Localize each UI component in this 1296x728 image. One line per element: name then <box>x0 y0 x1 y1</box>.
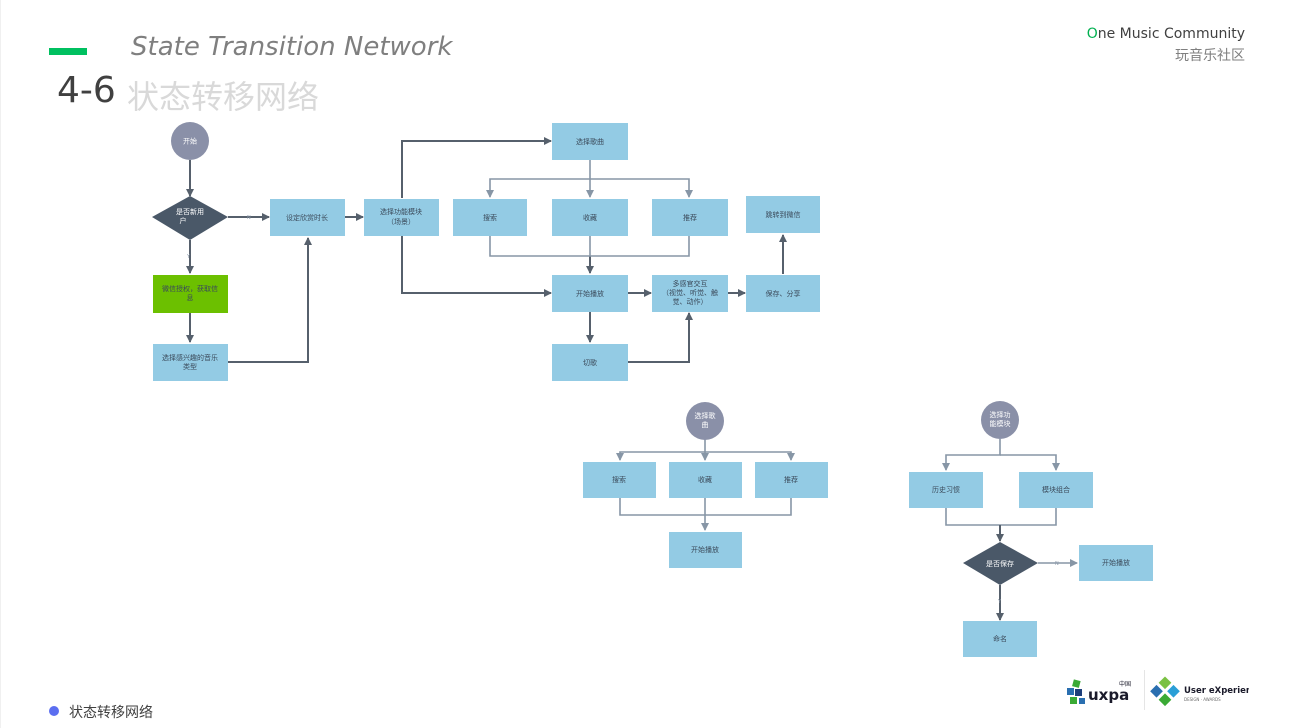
edge-module-to-choose-song <box>401 137 552 198</box>
sub-module-history: 历史习惯 <box>909 472 983 508</box>
node-wechat-auth-line1: 微信授权，获取信 <box>162 284 218 293</box>
node-recommend-label: 推荐 <box>683 213 697 222</box>
node-jump-wechat-label: 跳转到微信 <box>766 210 801 219</box>
main-edges-light <box>486 160 693 257</box>
node-choose-module: 选择功能模块 （场景） <box>364 199 439 236</box>
brand: One Music Community 玩音乐社区 <box>1087 26 1245 65</box>
node-switch-song: 切歌 <box>552 344 628 381</box>
sub-module-start-line1: 选择功 <box>990 410 1011 419</box>
sub-module-combo: 模块组合 <box>1019 472 1093 508</box>
node-choose-song-label: 选择歌曲 <box>576 137 604 146</box>
node-start-label: 开始 <box>183 137 197 146</box>
node-save-share-label: 保存、分享 <box>766 289 801 298</box>
node-music-type-line1: 选择感兴趣的音乐 <box>162 353 218 362</box>
sub-song-search-label: 搜索 <box>612 475 626 484</box>
sub-song-start-line1: 选择歌 <box>695 411 716 420</box>
node-start-play: 开始播放 <box>552 275 628 312</box>
node-is-new-user: 是否新用 户 <box>152 196 228 240</box>
title-cn: 状态转移网络 <box>127 78 320 116</box>
edge-module-to-start-play <box>401 236 552 297</box>
edge-sub-song-to-recommend <box>705 451 795 461</box>
node-multi-sense-line3: 觉、动作） <box>673 297 708 306</box>
logo-divider <box>1144 670 1145 710</box>
edge-choose-song-to-recommend <box>590 178 693 198</box>
node-wechat-auth-line2: 息 <box>187 293 194 302</box>
sub-module-start-line2: 能模块 <box>990 419 1011 428</box>
sub-label-no: N <box>1055 561 1059 567</box>
brand-first-letter: O <box>1086 26 1098 42</box>
node-music-type-line2: 类型 <box>183 362 197 371</box>
sub-song-search: 搜索 <box>583 462 656 498</box>
edge-music-type-to-duration <box>228 237 312 363</box>
sub-song-start-play: 开始播放 <box>669 532 742 568</box>
sub-module-start-play: 开始播放 <box>1079 545 1153 581</box>
brand-name-en: One Music Community <box>1087 26 1245 42</box>
edge-sub-module-merge <box>945 508 1057 526</box>
uxpa-logo-text: uxpa <box>1088 686 1129 704</box>
sub-module-history-label: 历史习惯 <box>932 485 960 494</box>
ue-logo-sub: DESIGN · AWARDS <box>1184 697 1221 702</box>
node-start: 开始 <box>171 122 209 160</box>
footer-bullet-icon <box>49 706 59 716</box>
label-yes: Y <box>186 254 191 260</box>
uxpa-logo: uxpa 中国 <box>1067 679 1131 704</box>
subtitle-en: State Transition Network <box>131 32 453 62</box>
user-experience-logo: User eXperience DESIGN · AWARDS <box>1150 676 1249 707</box>
sub-module-is-save: 是否保存 <box>963 542 1038 585</box>
sub-song-favorites-label: 收藏 <box>698 475 712 484</box>
edge-sub-module-to-history <box>942 439 1001 471</box>
sub-song-edges <box>616 439 795 531</box>
sub-module-start-play-label: 开始播放 <box>1102 558 1130 567</box>
sub-module-is-save-label: 是否保存 <box>986 559 1014 568</box>
node-wechat-auth: 微信授权，获取信 息 <box>153 275 228 313</box>
sub-module-name: 命名 <box>963 621 1037 657</box>
node-multi-sense-line1: 多感官交互 <box>673 279 708 288</box>
sub-song-recommend-label: 推荐 <box>784 475 798 484</box>
sub-song-start-line2: 曲 <box>702 420 709 429</box>
node-switch-song-label: 切歌 <box>583 358 597 367</box>
brand-name-cn: 玩音乐社区 <box>1175 48 1245 64</box>
node-choose-module-line2: （场景） <box>387 217 415 226</box>
sub-module-start: 选择功 能模块 <box>981 401 1019 439</box>
node-recommend: 推荐 <box>652 199 728 236</box>
node-multi-sense-line2: （视觉、听觉、触 <box>662 288 718 297</box>
ue-logo-text: User eXperience <box>1184 686 1249 696</box>
node-search-label: 搜索 <box>483 213 497 222</box>
node-is-new-user-line2: 户 <box>180 216 187 225</box>
node-is-new-user-line1: 是否新用 <box>176 207 204 216</box>
node-set-duration-label: 设定欣赏时长 <box>286 213 328 222</box>
sub-module-name-label: 命名 <box>993 634 1007 643</box>
node-jump-wechat: 跳转到微信 <box>746 196 820 233</box>
accent-bar <box>49 48 87 55</box>
footer-label: 状态转移网络 <box>69 705 153 721</box>
label-no: N <box>247 215 251 221</box>
node-set-duration: 设定欣赏时长 <box>270 199 345 236</box>
node-favorites-label: 收藏 <box>583 213 597 222</box>
edge-sub-module-to-combo <box>1000 454 1060 471</box>
node-choose-music-type: 选择感兴趣的音乐 类型 <box>153 344 228 381</box>
node-start-play-label: 开始播放 <box>576 289 604 298</box>
edge-sub-song-to-search <box>616 451 705 461</box>
sub-song-start: 选择歌 曲 <box>686 402 724 440</box>
sub-song-start-play-label: 开始播放 <box>691 545 719 554</box>
node-save-share: 保存、分享 <box>746 275 820 312</box>
node-search: 搜索 <box>453 199 527 236</box>
sub-label-yes: Y <box>997 599 1002 605</box>
node-multi-sense: 多感官交互 （视觉、听觉、触 觉、动作） <box>652 275 728 312</box>
edge-choose-song-to-search <box>486 178 590 198</box>
sub-song-favorites: 收藏 <box>669 462 742 498</box>
main-edges <box>186 137 787 363</box>
edge-switch-to-multi <box>628 312 693 363</box>
title-number: 4-6 <box>57 70 116 111</box>
uxpa-logo-cn: 中国 <box>1119 680 1131 688</box>
brand-name-rest: ne Music Community <box>1097 26 1245 42</box>
node-choose-song: 选择歌曲 <box>552 123 628 160</box>
node-choose-module-line1: 选择功能模块 <box>380 207 422 216</box>
sub-module-combo-label: 模块组合 <box>1042 485 1070 494</box>
node-favorites: 收藏 <box>552 199 628 236</box>
sub-song-recommend: 推荐 <box>755 462 828 498</box>
